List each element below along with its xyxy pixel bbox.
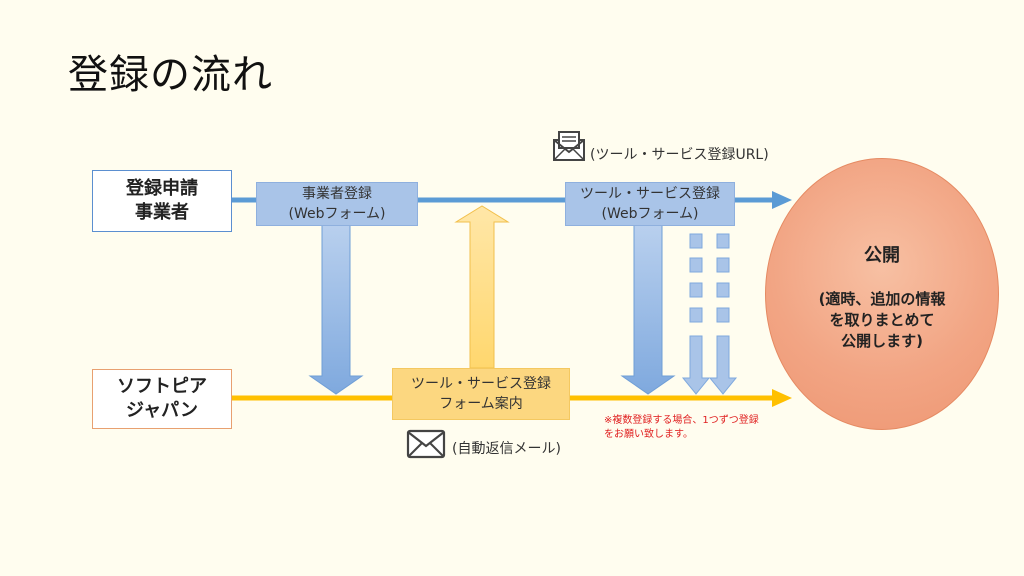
publish-title: 公開 xyxy=(864,245,900,266)
softopia-timeline-arrowhead xyxy=(772,389,792,407)
guide-to-applicant-arrow xyxy=(454,205,510,369)
mail-icon xyxy=(406,428,446,464)
tool-to-softopia-arrow xyxy=(620,223,676,395)
auto-reply-mail-label: (自動返信メール) xyxy=(452,441,561,457)
business-registration-step: 事業者登録 (Webフォーム) xyxy=(256,182,418,226)
tool-registration-line1: ツール・サービス登録 xyxy=(580,186,720,202)
applicant-label-line2: 事業者 xyxy=(135,202,189,223)
multiple-registration-note: ※複数登録する場合、1つずつ登録 をお願い致します。 xyxy=(604,414,804,442)
form-guide-line2: フォーム案内 xyxy=(439,396,523,412)
publish-desc-line1: (適時、追加の情報 xyxy=(818,290,946,308)
publish-desc-line2: を取りまとめて xyxy=(829,311,935,329)
applicant-label-line1: 登録申請 xyxy=(126,178,198,199)
applicant-timeline-arrowhead xyxy=(772,191,792,209)
softopia-label-line2: ジャパン xyxy=(126,400,198,421)
business-to-softopia-arrow xyxy=(308,223,364,395)
publish-desc-line3: 公開します) xyxy=(841,332,923,350)
tool-registration-url-label: (ツール・サービス登録URL) xyxy=(590,147,769,163)
publish-description: (適時、追加の情報 を取りまとめて 公開します) xyxy=(766,289,998,352)
tool-registration-step: ツール・サービス登録 (Webフォーム) xyxy=(565,182,735,226)
form-guide-line1: ツール・サービス登録 xyxy=(411,376,551,392)
business-registration-line1: 事業者登録 xyxy=(302,186,372,202)
note-line1: ※複数登録する場合、1つずつ登録 xyxy=(604,415,759,426)
publish-circle: 公開 (適時、追加の情報 を取りまとめて 公開します) xyxy=(765,158,999,430)
page-title: 登録の流れ xyxy=(68,52,273,98)
repeat-arrows xyxy=(681,233,738,395)
business-registration-line2: (Webフォーム) xyxy=(288,206,386,222)
mail-icon xyxy=(552,130,586,166)
tool-registration-line2: (Webフォーム) xyxy=(601,206,699,222)
applicant-box: 登録申請 事業者 xyxy=(92,170,232,232)
softopia-box: ソフトピア ジャパン xyxy=(92,369,232,429)
note-line2: をお願い致します。 xyxy=(604,429,693,440)
form-guide-step: ツール・サービス登録 フォーム案内 xyxy=(392,368,570,420)
softopia-label-line1: ソフトピア xyxy=(117,376,207,397)
